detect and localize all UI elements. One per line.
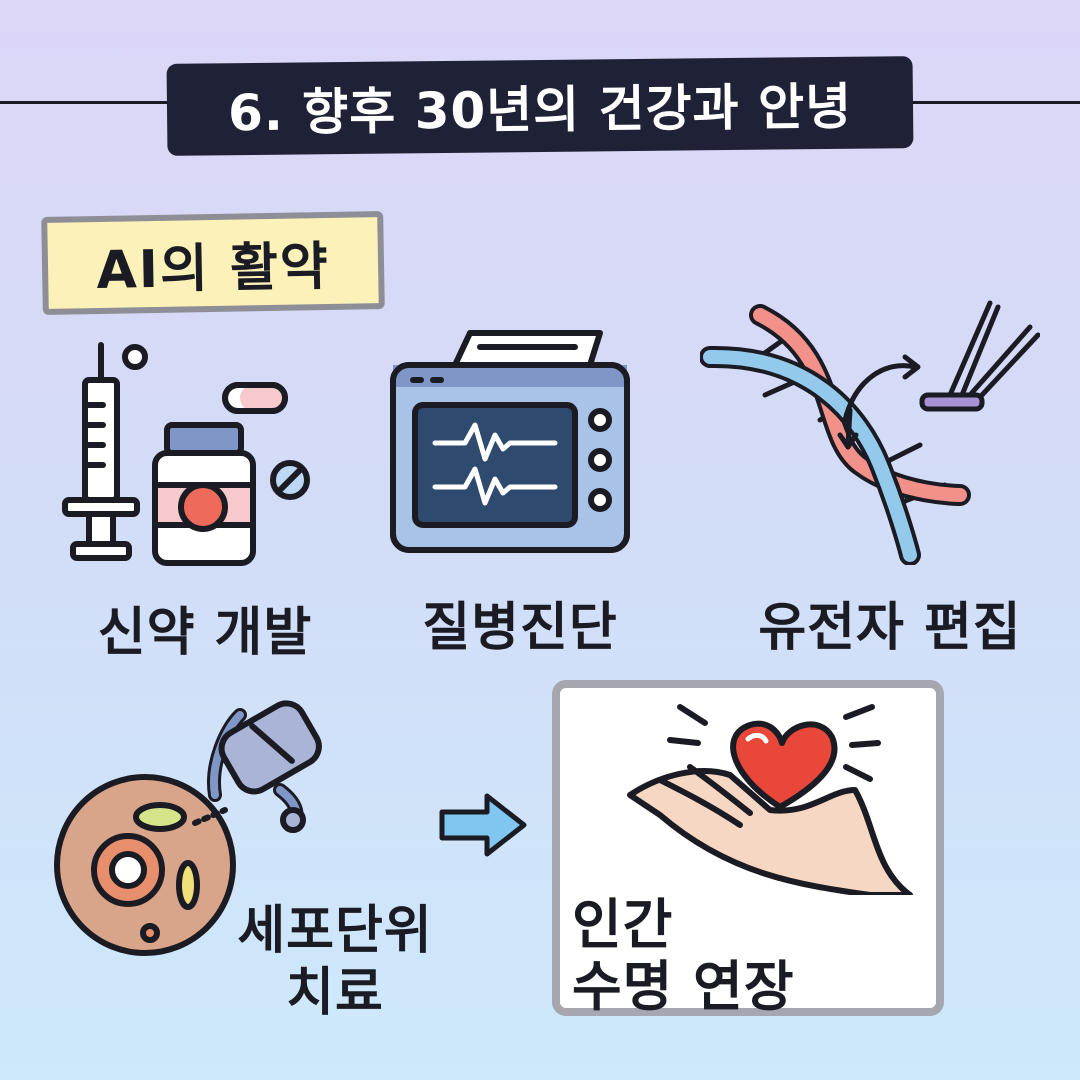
arrow-right-icon [439,793,527,857]
label-gene-editing: 유전자 편집 [758,598,1022,658]
label-disease-diagnosis: 질병진단 [422,598,618,658]
label-drug-development: 신약 개발 [97,603,313,663]
cell-microscope-icon [54,700,322,956]
page-title: 6. 향후 30년의 건강과 안녕 [166,56,914,156]
ai-tag-text: AI의 활약 [95,236,331,301]
result-text-line2: 수명 연장 [572,955,795,1018]
monitor-icon [390,330,630,553]
label-cell-therapy-line1: 세포단위 [237,901,433,961]
result-text-line1: 인간 [572,893,674,956]
page-title-text: 6. 향후 30년의 건강과 안녕 [227,77,853,143]
label-cell-therapy-line2: 치료 [286,963,384,1023]
dna-icon [700,300,1040,565]
hand-heart-icon [627,704,913,895]
syringe-medicine-icon [62,342,310,566]
ai-tag: AI의 활약 [41,211,385,315]
